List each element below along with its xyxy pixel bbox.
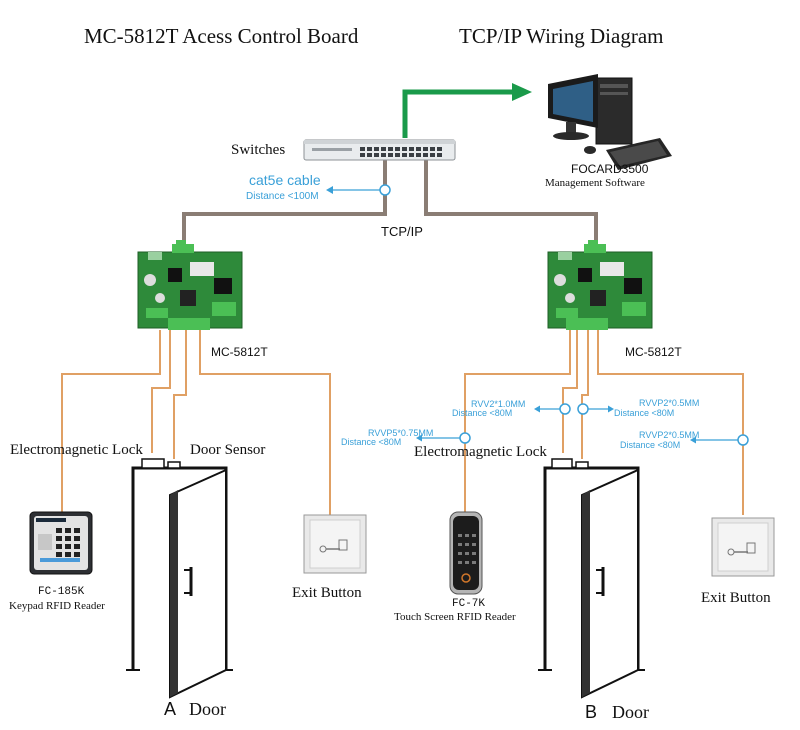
door-b-lock	[551, 458, 589, 469]
controller-board-left	[137, 240, 243, 330]
cable-marker	[379, 184, 391, 196]
door-b-reader-desc: Touch Screen RFID Reader	[394, 611, 516, 623]
cable-1-distance: Distance <80M	[452, 408, 513, 418]
exit-button-b-device	[711, 517, 775, 577]
door-a-lock-label: Electromagnetic Lock	[10, 442, 143, 458]
cable-2-spec: RVVP2*0.5MM	[639, 398, 700, 408]
door-b-exit-label: Exit Button	[701, 590, 771, 606]
door-b-reader-model: FC-7K	[452, 598, 486, 610]
cable-4-spec: RVVP2*0.5MM	[639, 430, 700, 440]
door-a-exit-label: Exit Button	[292, 585, 362, 601]
cable-4-distance: Distance <80M	[620, 440, 681, 450]
uplink-arrow	[402, 83, 532, 138]
cable-1-spec: RVV2*1.0MM	[471, 399, 526, 409]
management-computer	[548, 74, 672, 170]
door-a-lock	[141, 458, 181, 469]
door-a-reader-model: FC-185K	[38, 586, 85, 598]
controller-left-label: MC-5812T	[211, 345, 268, 359]
controller-board-right	[547, 240, 653, 330]
door-a-reader-desc: Keypad RFID Reader	[9, 600, 105, 612]
keypad-reader-device	[29, 511, 93, 575]
door-b-leaf	[581, 468, 639, 699]
cable-distance-label: Distance <100M	[246, 191, 319, 202]
door-a-label: Door	[189, 699, 226, 719]
cable-3-spec: RVVP5*0.75MM	[368, 428, 434, 438]
door-a-letter: A	[164, 699, 177, 719]
switches-label: Switches	[231, 142, 286, 158]
software-description: Management Software	[545, 177, 645, 189]
door-a-leaf	[169, 468, 227, 699]
door-a-sensor-label: Door Sensor	[190, 442, 266, 458]
tcpip-label: TCP/IP	[381, 224, 423, 239]
door-b-label: Door	[612, 702, 649, 722]
door-b-lock-label: Electromagnetic Lock	[414, 444, 547, 460]
touch-reader-device	[449, 511, 483, 595]
cable-type-label: cat5e cable	[249, 172, 321, 188]
network-switch	[303, 139, 456, 161]
cable-2-distance: Distance <80M	[614, 408, 675, 418]
field-wires-left	[61, 330, 331, 515]
controller-right-label: MC-5812T	[625, 345, 682, 359]
cable-markers-right	[416, 403, 749, 446]
cable-3-distance: Distance <80M	[341, 437, 402, 447]
diagram-title-left: MC-5812T Acess Control Board	[84, 24, 359, 48]
door-b-letter: B	[585, 702, 598, 722]
diagram-title-right: TCP/IP Wiring Diagram	[459, 24, 664, 48]
exit-button-a-device	[303, 514, 367, 574]
software-name: FOCARD3500	[571, 162, 649, 176]
